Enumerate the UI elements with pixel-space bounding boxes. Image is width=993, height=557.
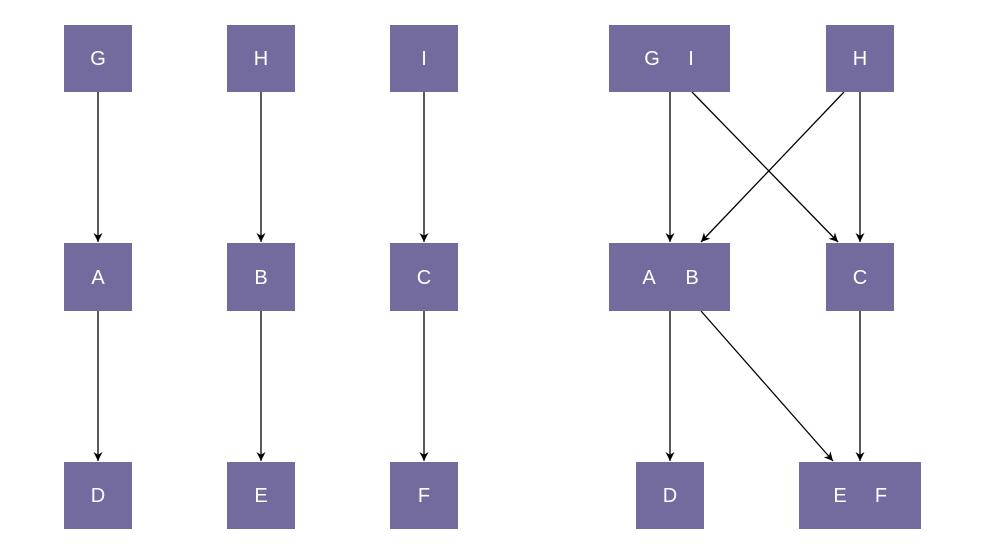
node-a-label: A [91,267,105,289]
right-graph: G I H A B C D E F [609,25,921,529]
node-f-label: F [418,485,430,507]
node-ef-label-right: F [875,485,887,507]
node-d[interactable]: D [64,462,132,529]
node-g[interactable]: G [64,25,132,92]
node-d-merged[interactable]: D [636,462,704,529]
left-graph: G H I A B C D E [64,25,458,529]
node-h-merged-label: H [853,48,867,70]
node-f[interactable]: F [390,462,458,529]
node-b-label: B [254,267,267,289]
node-i-label: I [421,48,427,70]
edge-h-ab [700,91,845,243]
node-c-merged[interactable]: C [826,243,894,311]
node-ef-label-left: E [833,485,846,507]
node-a[interactable]: A [64,243,132,311]
node-c-merged-label: C [853,267,867,289]
node-h[interactable]: H [227,25,295,92]
node-ef[interactable]: E F [799,462,921,529]
node-c-label: C [417,267,431,289]
node-h-label: H [254,48,268,70]
node-b[interactable]: B [227,243,295,311]
node-ab-label-left: A [642,267,656,289]
edge-ab-ef [700,310,834,462]
node-h-merged[interactable]: H [826,25,894,92]
node-e[interactable]: E [227,462,295,529]
node-ab[interactable]: A B [609,243,730,311]
node-c[interactable]: C [390,243,458,311]
node-gi-label-left: G [644,48,660,70]
node-d-label: D [91,485,105,507]
edge-gi-c [691,91,839,243]
node-d-merged-label: D [663,485,677,507]
node-gi[interactable]: G I [609,25,730,92]
node-gi-label-right: I [688,48,694,70]
node-g-label: G [90,48,106,70]
node-e-label: E [254,485,267,507]
node-ab-label-right: B [685,267,698,289]
node-i[interactable]: I [390,25,458,92]
